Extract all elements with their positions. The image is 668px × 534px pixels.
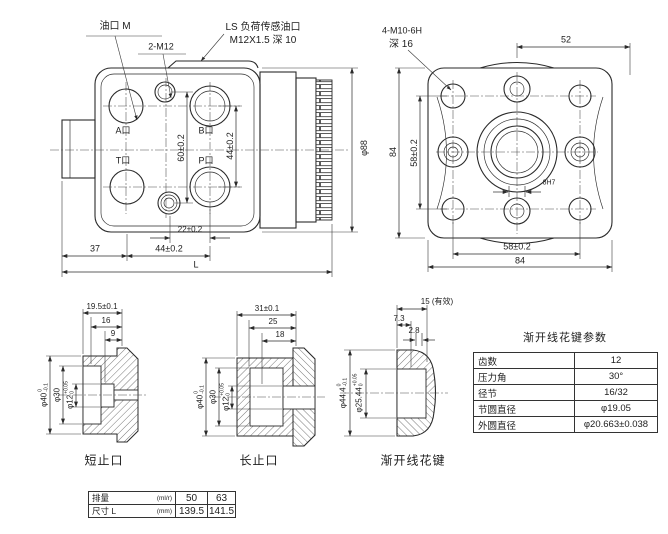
dim-44-horizontal: 44±0.2: [155, 243, 183, 254]
callout-4-m10-line1: 4-M10-6H: [382, 25, 423, 36]
table-row: 外圆直径 φ20.663±0.038: [474, 416, 657, 432]
table-row: 压力角 30°: [474, 368, 657, 384]
dim-2-8: 2.8: [408, 325, 420, 335]
dim-7-3: 7.3: [393, 313, 405, 323]
port-label-b: B口: [198, 125, 214, 136]
port-label-t: T口: [115, 155, 131, 166]
displacement-size-table: 排量 (ml/r) 50 63 尺寸 L (mm) 139.5 141.5: [88, 491, 236, 518]
dim-44-vertical: 44±0.2: [225, 132, 235, 160]
row-value: 50: [176, 492, 208, 504]
row-unit: (mm): [156, 507, 172, 515]
port-label-a: A口: [115, 125, 131, 136]
dim-22: 22±0.2: [177, 224, 203, 234]
row-value: 139.5: [176, 505, 208, 517]
section-title-spline: 渐开线花键: [380, 453, 446, 468]
row-unit: (ml/r): [156, 494, 172, 502]
dim-84-left: 84: [388, 146, 398, 158]
section-long-spigot-lines: [202, 311, 325, 447]
dim-dia40-s1: φ40 0-0.1: [37, 383, 49, 407]
section-short-spigot-lines: [46, 309, 148, 443]
section-spline-lines: [340, 305, 448, 437]
port-label-p: P口: [198, 155, 214, 166]
callout-2-m12: 2-M12: [148, 41, 174, 52]
table-row: 齿数 12: [474, 353, 657, 368]
dim-52: 52: [560, 34, 572, 45]
dim-37: 37: [89, 243, 101, 254]
dim-15-effective: 15 (有效): [420, 296, 454, 306]
dim-dia40-s2: φ40 0-0.1: [193, 385, 205, 409]
table-row: 径节 16/32: [474, 384, 657, 400]
callout-4-m10-line2: 深 16: [389, 38, 413, 50]
dim-19-5: 19.5±0.1: [86, 301, 118, 311]
front-view-lines: [395, 43, 631, 272]
section-title-short-spigot: 短止口: [84, 453, 124, 468]
row-value: 63: [215, 492, 228, 504]
spline-param-table: 齿数 12 压力角 30° 径节 16/32 节圆直径 φ19.05 外圆直径 …: [473, 352, 658, 433]
row-value: 141.5: [208, 505, 235, 517]
row-label: 径节: [474, 385, 575, 400]
dim-31: 31±0.1: [254, 303, 280, 313]
row-label: 压力角: [474, 369, 575, 384]
dim-16: 16: [101, 315, 111, 325]
callout-ls-port-line1: LS 负荷传感油口: [225, 21, 301, 33]
dim-9: 9: [110, 328, 116, 338]
row-label: 齿数: [474, 353, 575, 368]
row-label: 排量 (ml/r): [89, 492, 176, 504]
row-value: φ19.05: [601, 403, 631, 414]
table-row: 节圆直径 φ19.05: [474, 400, 657, 416]
callout-ls-port-line2: M12X1.5 深 10: [229, 34, 297, 46]
dim-dia88: φ88: [359, 140, 369, 156]
section-title-long-spigot: 长止口: [239, 453, 279, 468]
dim-58-bottom: 58±0.2: [503, 241, 531, 252]
row-label: 尺寸 L (mm): [89, 505, 176, 517]
table-row: 排量 (ml/r) 50 63: [89, 492, 235, 504]
dim-slot-8h7: 8H7: [542, 179, 556, 187]
dim-18: 18: [275, 329, 285, 339]
dim-25: 25: [268, 316, 278, 326]
row-value: 30°: [608, 371, 624, 382]
row-value: 12: [610, 355, 622, 366]
side-view-lines: [50, 33, 358, 277]
row-label: 外圆直径: [474, 417, 575, 432]
table-row: 尺寸 L (mm) 139.5 141.5: [89, 504, 235, 517]
dim-84-bottom: 84: [514, 255, 526, 266]
row-value: 16/32: [604, 387, 628, 398]
row-label: 节圆直径: [474, 401, 575, 416]
dim-L: L: [193, 259, 199, 270]
dim-58-left: 58±0.2: [409, 139, 419, 167]
dim-dia30-s1: φ30: [52, 387, 62, 403]
dim-dia30-s2: φ30: [208, 389, 218, 405]
dim-60: 60±0.2: [176, 134, 186, 162]
row-value: φ20.663±0.038: [583, 419, 649, 430]
spline-table-title: 渐开线花键参数: [523, 332, 607, 345]
callout-oil-port: 油口 M: [99, 20, 131, 32]
dim-dia44-4: φ44.4 0-0.1: [336, 377, 348, 409]
